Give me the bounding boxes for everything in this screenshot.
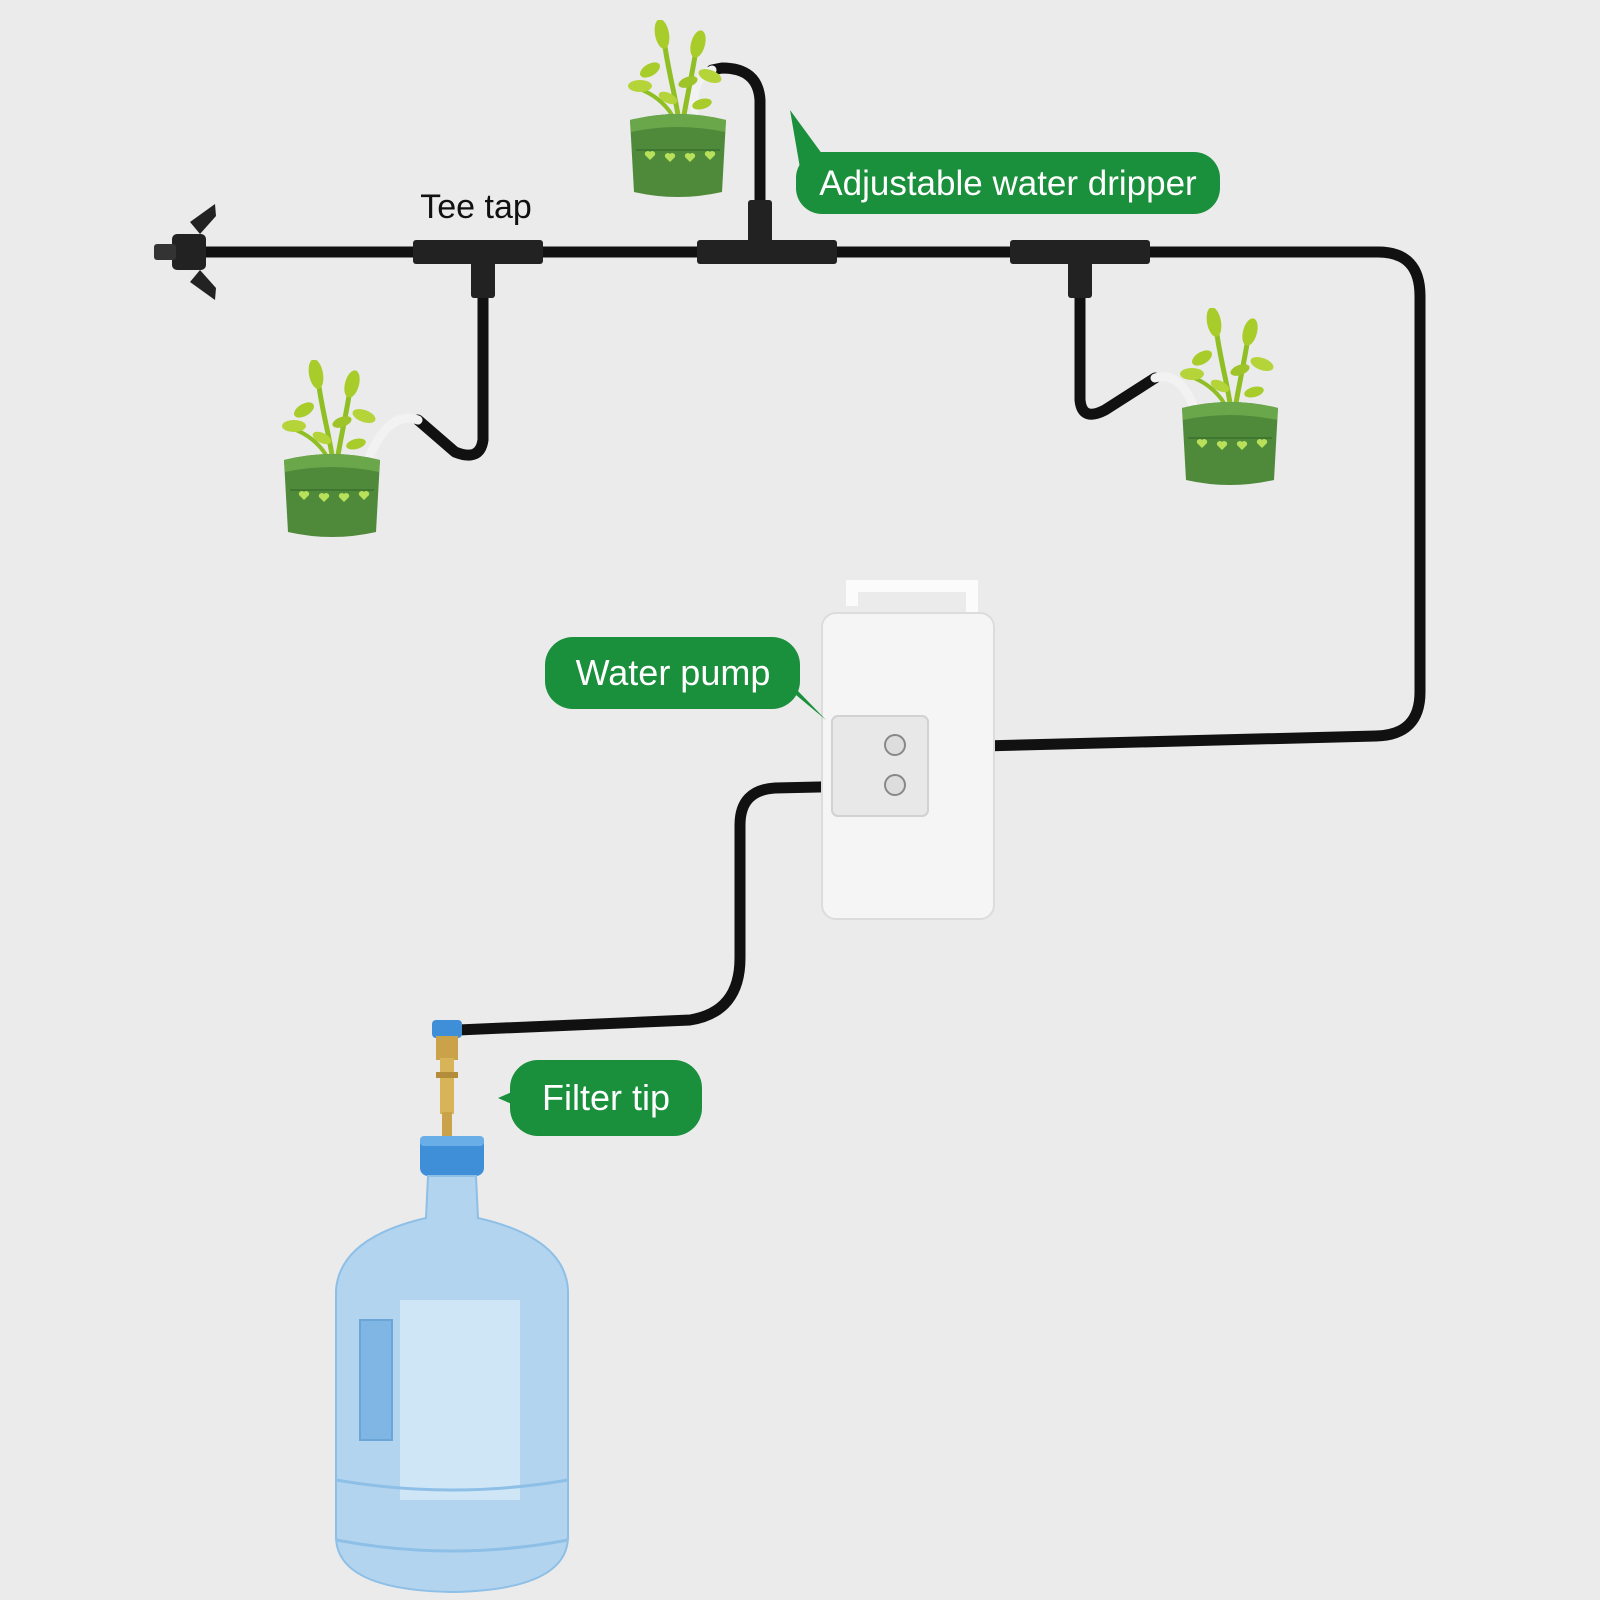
tee-tap-label: Tee tap [420,188,532,226]
tee-connector-icon [413,200,1150,298]
dripper-callout: Adjustable water dripper [790,110,1220,214]
water-bottle-icon [335,1136,569,1594]
filter-label: Filter tip [542,1077,670,1118]
end-plug-icon [154,204,216,300]
water-pump-icon [821,580,995,920]
pump-label: Water pump [576,652,771,693]
dripper-label: Adjustable water dripper [819,164,1197,203]
main-hose [194,62,1426,1036]
brass-filter-icon [432,1020,462,1138]
pump-callout: Water pump [545,637,826,720]
filter-callout: Filter tip [498,1060,702,1136]
